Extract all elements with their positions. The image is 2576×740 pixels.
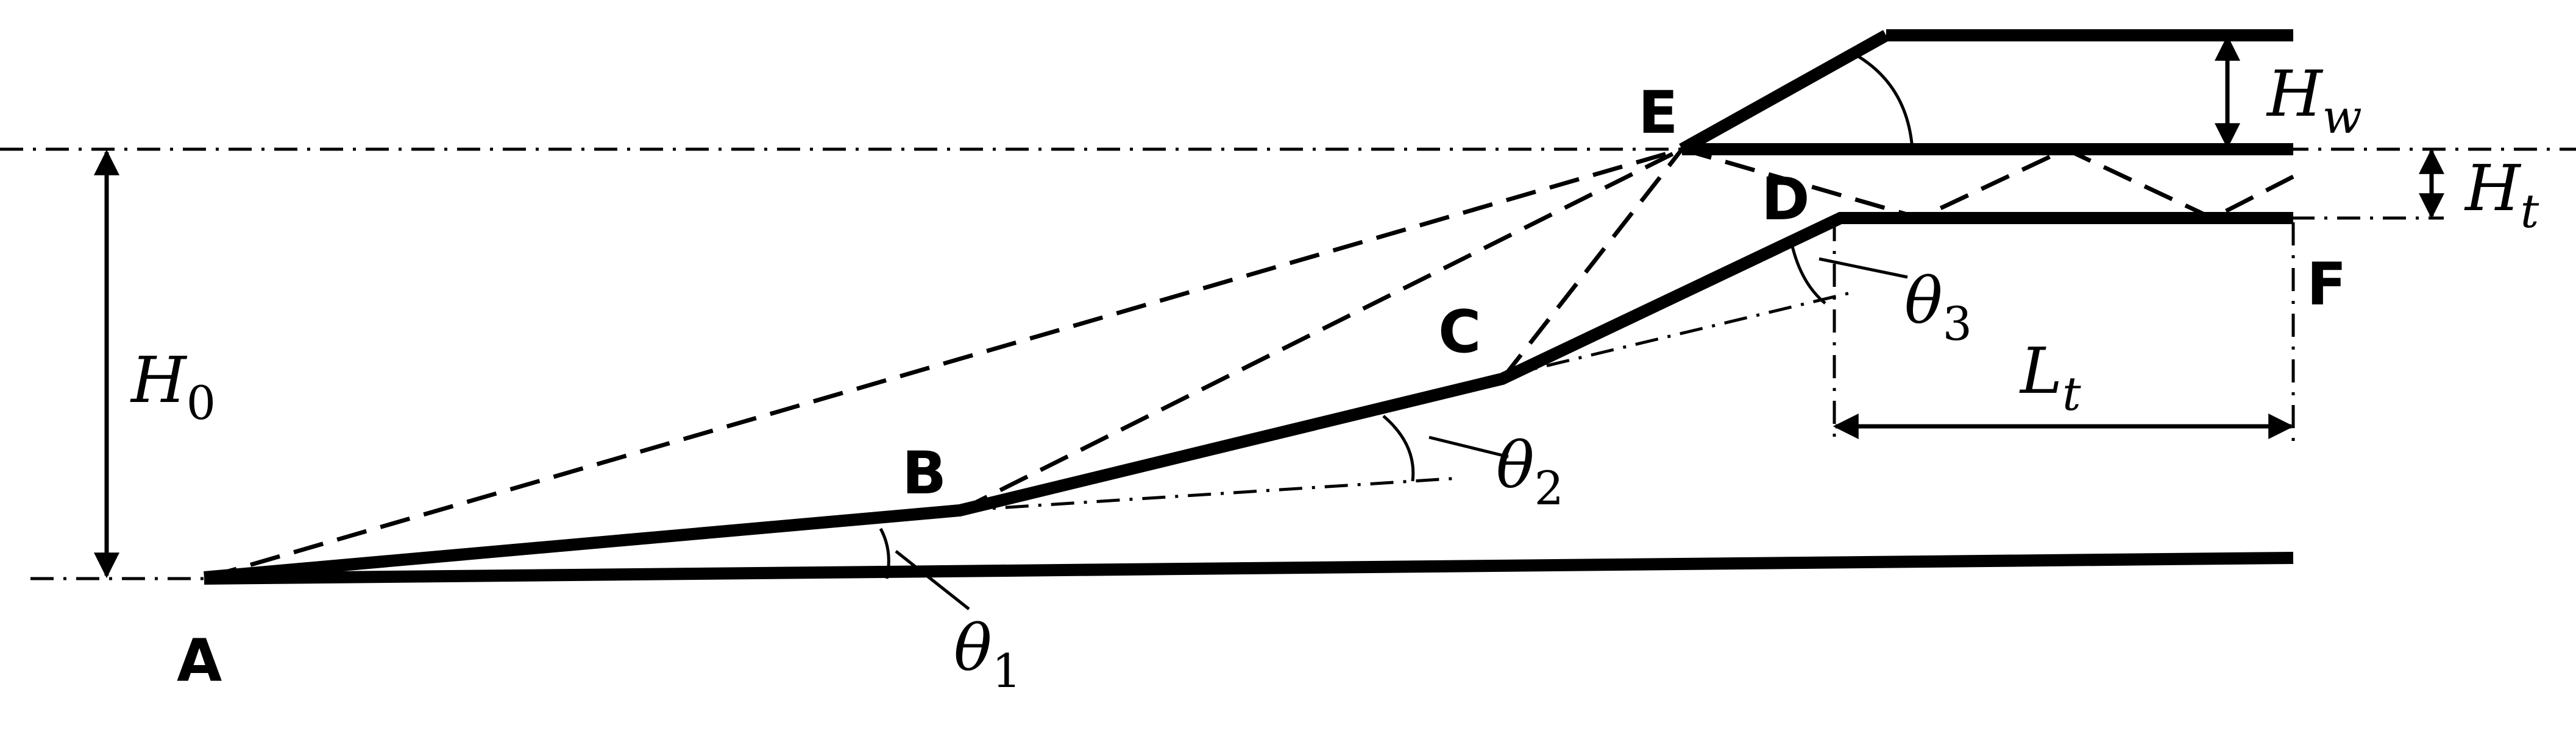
theta1-leader <box>895 550 970 610</box>
point-label-d: D <box>1761 165 1810 233</box>
point-label-e: E <box>1638 79 1678 147</box>
h0-label: H0 <box>130 343 216 430</box>
theta2-leader <box>1428 435 1509 459</box>
theta3-arc <box>1790 243 1826 305</box>
theta3-leader <box>1818 257 1908 279</box>
lt-label: Lt <box>2019 334 2081 421</box>
point-label-a: A <box>177 627 222 695</box>
ramp-surface <box>204 212 2293 583</box>
theta2-label: θ2 <box>1496 428 1564 515</box>
theta3-label: θ3 <box>1904 264 1972 351</box>
theta3-reference-line <box>1502 291 1853 378</box>
cowl-lip-upper <box>1679 30 1889 155</box>
theta1-arc <box>879 527 890 579</box>
ht-label: Ht <box>2464 151 2539 238</box>
theta2-arc <box>1382 415 1415 482</box>
point-label-f: F <box>2307 250 2347 319</box>
lower-wall <box>204 552 2294 585</box>
point-label-c: C <box>1438 298 1481 366</box>
theta2-reference-line <box>959 476 1460 512</box>
shock-line-c-e <box>1500 147 1684 381</box>
theta1-label: θ1 <box>954 611 1021 698</box>
shock-line-b-e <box>959 147 1683 513</box>
point-label-b: B <box>902 439 946 507</box>
hw-label: Hw <box>2266 57 2362 144</box>
cowl-angle-arc <box>1854 53 1914 150</box>
shock-line-a-e <box>207 147 1683 580</box>
